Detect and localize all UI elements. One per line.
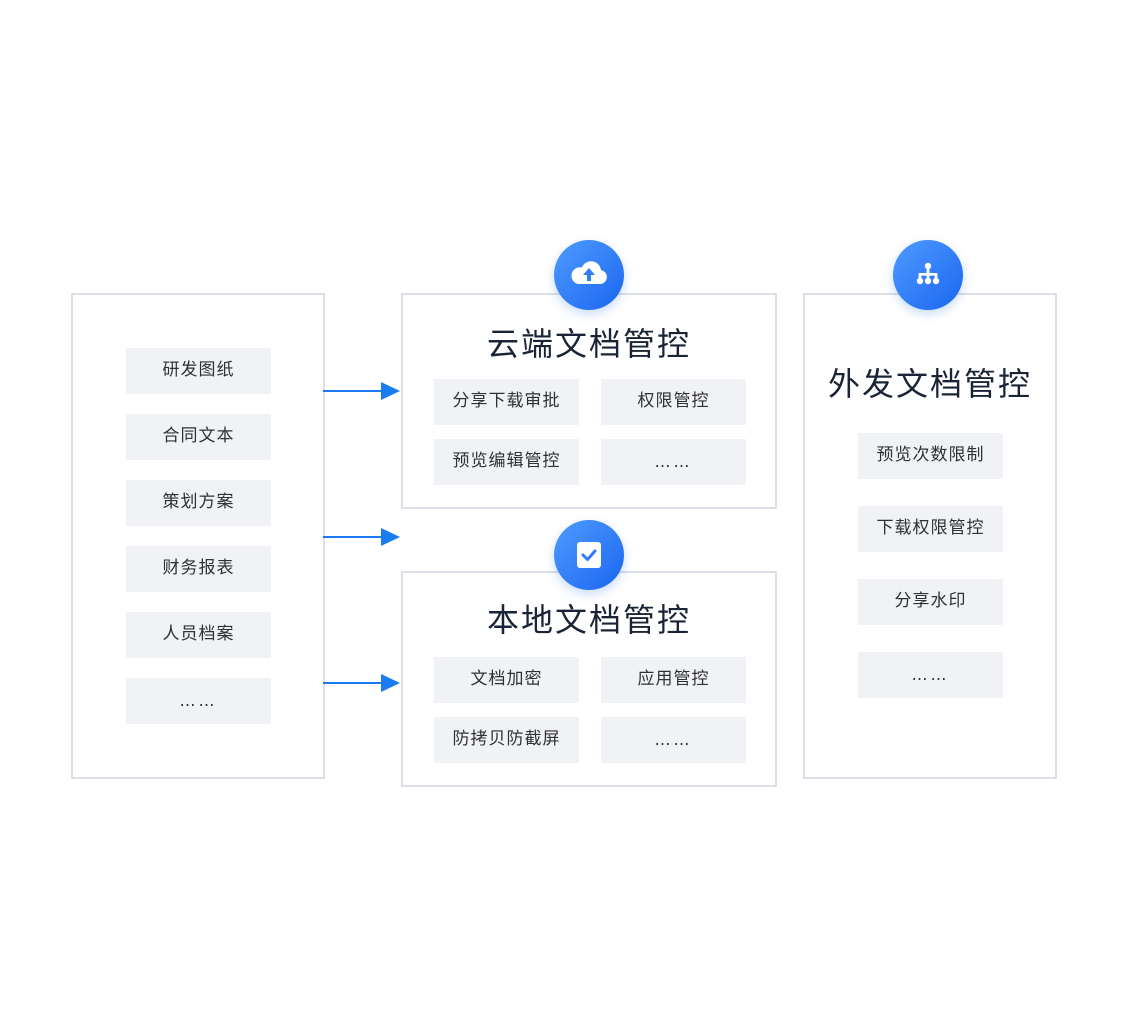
check-shield-icon: [554, 520, 624, 590]
local-item-anti-copy-screenshot: 防拷贝防截屏: [434, 717, 579, 763]
external-item-preview-count-limit: 预览次数限制: [858, 433, 1003, 479]
source-item-personnel-files: 人员档案: [126, 612, 271, 658]
arrow-to-local: [323, 674, 400, 692]
external-item-share-watermark: 分享水印: [858, 579, 1003, 625]
sitemap-icon: [893, 240, 963, 310]
external-panel-title: 外发文档管控: [827, 365, 1032, 403]
external-item-more: ……: [858, 652, 1003, 698]
arrow-to-middle: [323, 528, 400, 546]
cloud-document-control-panel: 云端文档管控 分享下载审批 权限管控 预览编辑管控 ……: [401, 293, 777, 509]
arrow-to-cloud: [323, 382, 400, 400]
local-item-application-control: 应用管控: [601, 657, 746, 703]
source-item-more: ……: [126, 678, 271, 724]
local-panel-title: 本地文档管控: [486, 601, 691, 639]
source-item-design-drawings: 研发图纸: [126, 348, 271, 394]
external-item-download-permission-control: 下载权限管控: [858, 506, 1003, 552]
local-item-document-encryption: 文档加密: [434, 657, 579, 703]
local-item-more: ……: [601, 717, 746, 763]
source-item-financial-report: 财务报表: [126, 546, 271, 592]
cloud-panel-title: 云端文档管控: [486, 325, 691, 363]
source-item-planning-proposal: 策划方案: [126, 480, 271, 526]
local-document-control-panel: 本地文档管控 文档加密 应用管控 防拷贝防截屏 ……: [401, 571, 777, 787]
cloud-upload-icon: [554, 240, 624, 310]
external-document-control-panel: 外发文档管控 预览次数限制 下载权限管控 分享水印 ……: [803, 293, 1057, 779]
source-item-contract-text: 合同文本: [126, 414, 271, 460]
cloud-item-share-download-approval: 分享下载审批: [434, 379, 579, 425]
cloud-item-preview-edit-control: 预览编辑管控: [434, 439, 579, 485]
cloud-item-permission-control: 权限管控: [601, 379, 746, 425]
cloud-item-more: ……: [601, 439, 746, 485]
source-documents-panel: 研发图纸 合同文本 策划方案 财务报表 人员档案 ……: [71, 293, 325, 779]
